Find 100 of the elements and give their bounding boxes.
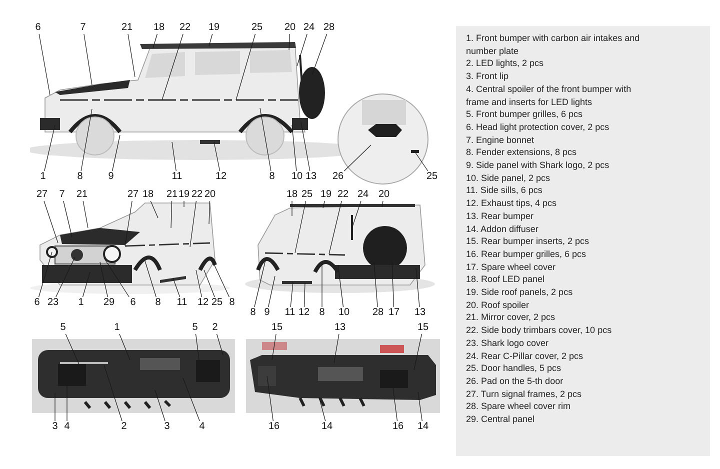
leader-line bbox=[44, 200, 58, 244]
callout-number: 26 bbox=[331, 171, 345, 183]
callout-number: 28 bbox=[371, 307, 385, 319]
leader-line bbox=[414, 334, 422, 370]
leader-line bbox=[119, 334, 130, 360]
leader-line bbox=[382, 200, 384, 208]
callout-number: 25 bbox=[250, 22, 264, 34]
callout-number: 20 bbox=[203, 189, 217, 201]
callout-number: 27 bbox=[35, 189, 49, 201]
callout-number: 25 bbox=[210, 297, 224, 309]
callout-number: 8 bbox=[268, 171, 276, 183]
parts-list-item: 8. Fender extensions, 8 pcs bbox=[466, 146, 578, 160]
parts-list-item: 9. Side panel with Shark logo, 2 pcs bbox=[466, 159, 610, 172]
callout-number: 9 bbox=[263, 307, 271, 319]
callout-number: 15 bbox=[416, 322, 430, 334]
leader-line bbox=[414, 152, 428, 172]
leader-line bbox=[268, 276, 276, 308]
callout-number: 6 bbox=[129, 297, 137, 309]
leader-line bbox=[304, 282, 306, 308]
leader-line bbox=[204, 270, 215, 298]
leader-line bbox=[38, 34, 50, 96]
leader-line bbox=[318, 396, 326, 422]
parts-list-item: 2. LED lights, 2 pcs bbox=[466, 57, 545, 70]
callout-number: 17 bbox=[387, 307, 401, 319]
parts-list-item: 4. Central spoiler of the front bumper with frame and inserts for LED lights bbox=[466, 82, 632, 108]
parts-list-item: 13. Rear bumper bbox=[466, 210, 535, 223]
parts-list-item: 29. Central panel bbox=[466, 413, 536, 426]
callout-number: 24 bbox=[356, 189, 370, 201]
leader-line bbox=[352, 200, 362, 228]
callout-number: 18 bbox=[152, 22, 166, 34]
leader-line bbox=[44, 124, 56, 172]
leader-line bbox=[196, 270, 202, 298]
leader-line bbox=[63, 200, 72, 238]
parts-list-item: 7. Engine bonnet bbox=[466, 134, 536, 146]
callout-number: 11 bbox=[176, 297, 188, 309]
callout-number: 27 bbox=[126, 189, 140, 201]
parts-list-item: 21. Mirror cover, 2 pcs bbox=[466, 311, 556, 324]
callout-number: 9 bbox=[107, 171, 115, 183]
parts-list-item: 20. Roof spoiler bbox=[466, 298, 530, 312]
parts-list-item: 27. Turn signal frames, 2 pcs bbox=[466, 388, 583, 400]
leader-line bbox=[288, 34, 290, 50]
callout-number: 4 bbox=[198, 421, 206, 433]
leader-line bbox=[292, 124, 297, 172]
leader-line bbox=[418, 392, 422, 422]
leader-line bbox=[162, 34, 184, 100]
leader-line bbox=[112, 134, 120, 172]
callout-number: 8 bbox=[228, 297, 236, 309]
parts-list-item: 18. Roof LED panel bbox=[466, 273, 546, 286]
leader-line bbox=[260, 108, 272, 172]
leader-line bbox=[170, 200, 172, 228]
parts-list-item: 23. Shark logo cover bbox=[466, 336, 550, 350]
callout-number: 13 bbox=[304, 171, 318, 183]
parts-list-item: 17. Spare wheel cover bbox=[466, 260, 557, 274]
callout-number: 11 bbox=[284, 307, 296, 319]
callout-number: 14 bbox=[416, 421, 430, 433]
callout-number: 5 bbox=[191, 322, 199, 334]
callout-number: 21 bbox=[165, 189, 179, 201]
leader-line bbox=[80, 108, 92, 172]
leader-line bbox=[100, 262, 108, 298]
callout-number: 13 bbox=[333, 322, 347, 334]
callout-number: 25 bbox=[425, 171, 439, 183]
callout-number: 1 bbox=[39, 171, 47, 183]
callout-number: 29 bbox=[102, 297, 116, 309]
callout-number: 24 bbox=[302, 22, 316, 34]
leader-line bbox=[104, 364, 122, 422]
parts-list-item: 14. Addon diffuser bbox=[466, 222, 540, 236]
callout-number: 12 bbox=[297, 307, 311, 319]
leader-line bbox=[38, 252, 52, 298]
leader-line bbox=[416, 268, 420, 308]
callout-number: 22 bbox=[190, 189, 204, 201]
callout-number: 8 bbox=[249, 307, 257, 319]
callout-number: 20 bbox=[377, 189, 391, 201]
parts-list-item: 11. Side sills, 6 pcs bbox=[466, 184, 544, 198]
callout-number: 6 bbox=[34, 22, 42, 34]
callout-number: 1 bbox=[77, 297, 85, 309]
leader-line bbox=[290, 282, 294, 308]
leader-line bbox=[124, 200, 132, 246]
callout-number: 10 bbox=[290, 171, 304, 183]
leader-line bbox=[334, 334, 340, 364]
callout-number: 19 bbox=[319, 189, 333, 201]
callout-number: 22 bbox=[336, 189, 350, 201]
callout-number: 7 bbox=[58, 189, 66, 201]
callout-number: 5 bbox=[59, 322, 67, 334]
leader-line bbox=[172, 278, 180, 298]
callout-number: 28 bbox=[322, 22, 336, 34]
leader-line bbox=[338, 264, 344, 308]
callout-number: 19 bbox=[207, 22, 221, 34]
leader-line bbox=[84, 34, 92, 86]
callout-number: 18 bbox=[141, 189, 155, 201]
leader-line bbox=[104, 258, 130, 298]
leader-line bbox=[296, 34, 308, 66]
parts-list-item: 26. Pad on the 5-th door bbox=[466, 374, 564, 388]
leader-line bbox=[216, 334, 224, 356]
parts-list-item: 5. Front bumper grilles, 6 pcs bbox=[466, 108, 584, 121]
parts-list-item: 19. Side roof panels, 2 pcs bbox=[466, 286, 574, 299]
parts-list-item: 1. Front bumper with carbon air intakes and number plate bbox=[466, 32, 641, 58]
parts-list-item: 24. Rear C-Pillar cover, 2 pcs bbox=[466, 350, 584, 362]
callout-number: 18 bbox=[285, 189, 299, 201]
leader-line bbox=[212, 260, 230, 298]
leader-line bbox=[154, 390, 166, 422]
